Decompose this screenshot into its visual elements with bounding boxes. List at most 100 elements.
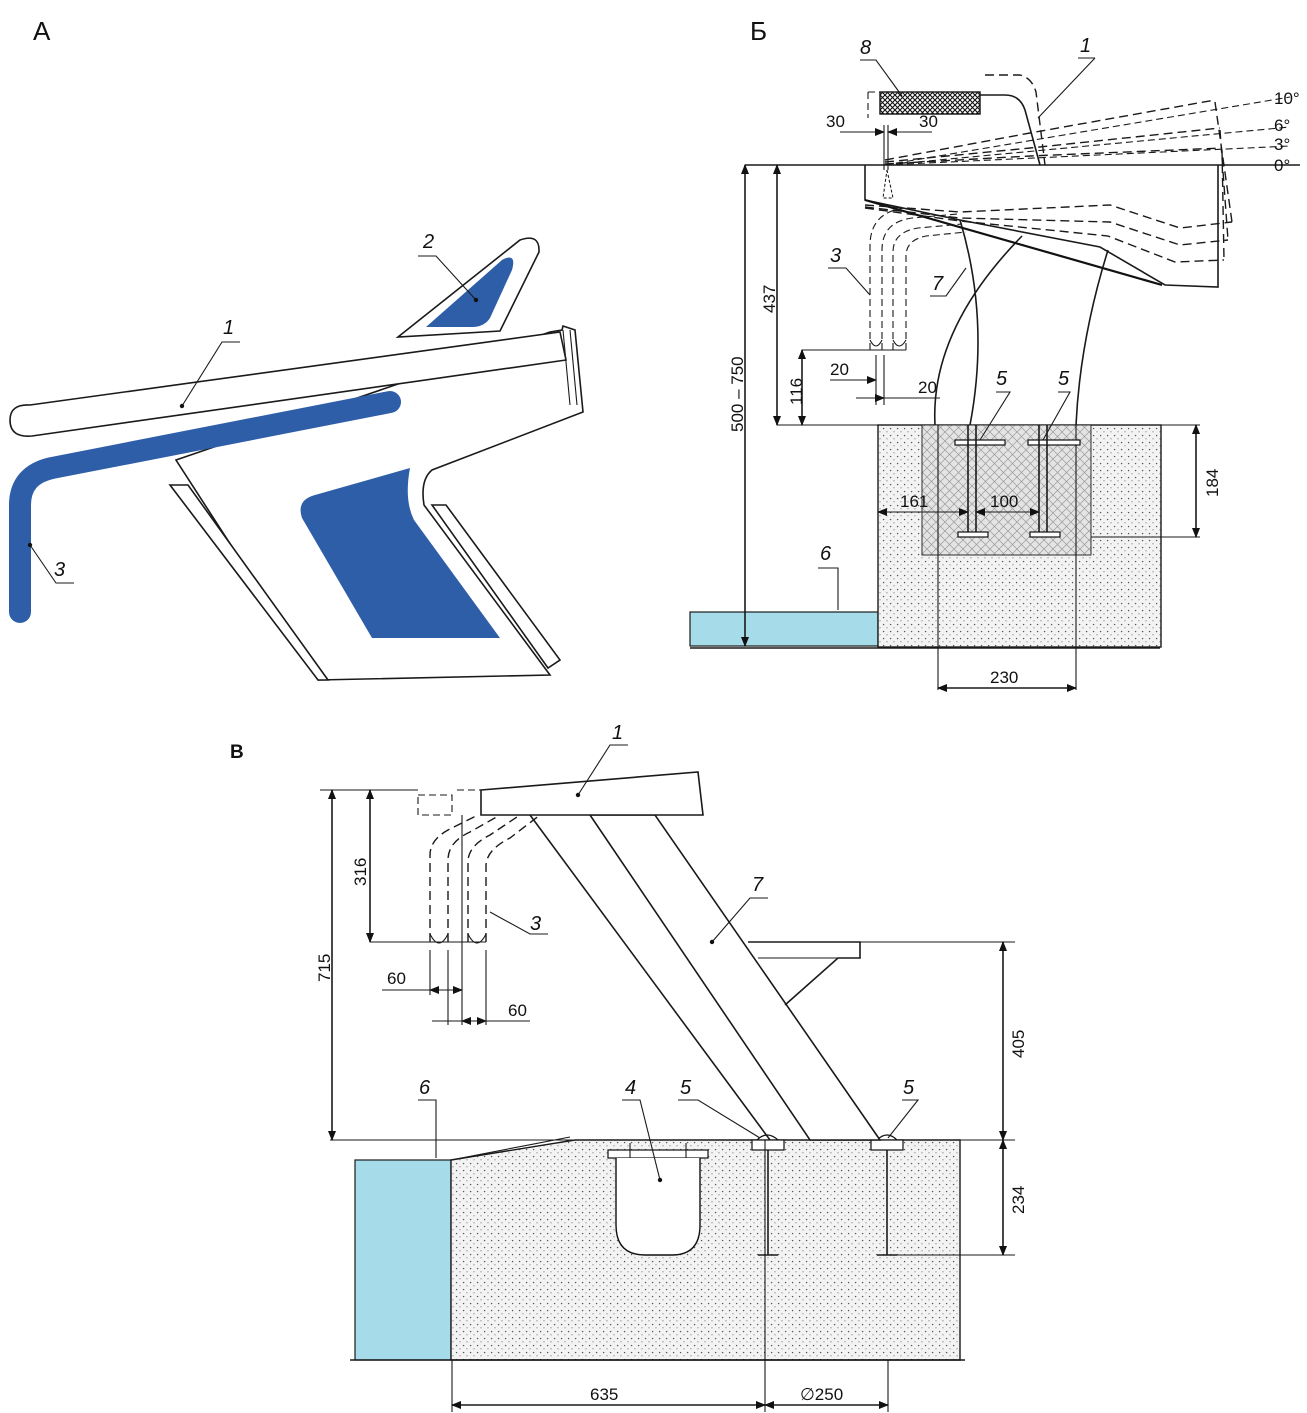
water-v (354, 1159, 452, 1361)
support-leg-1 (959, 219, 979, 426)
callout-v-4: 4 (622, 1077, 663, 1183)
callout-v-5-right: 5 (887, 1077, 920, 1139)
callout-v-7: 7 (709, 874, 768, 945)
anchor-bolt-b-right (1027, 425, 1081, 538)
svg-text:7: 7 (932, 273, 944, 295)
angle-6: 6° (1274, 116, 1290, 135)
callout-b-5-right: 5 (1042, 368, 1071, 441)
svg-text:1: 1 (223, 317, 234, 339)
dim-437: 437 (760, 285, 779, 313)
callout-b-3: 3 (828, 245, 871, 296)
side-panel (300, 468, 500, 638)
callout-b-7: 7 (930, 267, 967, 297)
tilt-bottom-6 (864, 206, 1229, 246)
rail-solid (978, 94, 1041, 166)
grip-v-3 (467, 814, 521, 942)
tilt-top-10 (884, 99, 1216, 161)
callout-b-8: 8 (860, 37, 903, 97)
dim-230: 230 (990, 668, 1018, 687)
front-leg-strip (168, 484, 330, 681)
section-v-label: В (230, 742, 244, 763)
tilt-bottom-10 (864, 204, 1233, 229)
grip-b-mid (892, 223, 963, 350)
svg-text:7: 7 (752, 874, 764, 896)
dim-234: 234 (1009, 1186, 1028, 1214)
svg-text:1: 1 (1080, 35, 1091, 57)
angle-10: 10° (1274, 89, 1300, 108)
pivot-marker (882, 169, 894, 199)
callout-a-3: 3 (27, 542, 74, 584)
top-plate (9, 331, 567, 437)
callout-b-6: 6 (818, 543, 839, 610)
callout-v-5-left: 5 (678, 1077, 761, 1139)
angle-0: 0° (1274, 156, 1290, 175)
svg-text:5: 5 (680, 1077, 692, 1099)
svg-text:2: 2 (422, 231, 434, 253)
deck-edge (450, 1136, 571, 1161)
callout-b-1: 1 (1037, 35, 1096, 119)
callout-v-6: 6 (418, 1077, 437, 1158)
support-leg-3 (1075, 249, 1109, 426)
side-rib (562, 329, 578, 406)
callout-b-5-left: 5 (979, 368, 1011, 441)
svg-text:6: 6 (419, 1077, 431, 1099)
svg-text:3: 3 (530, 913, 541, 935)
section-a-label: А (33, 16, 51, 46)
grip-v-4 (485, 814, 541, 942)
ray-10 (884, 96, 1291, 166)
angle-3: 3° (1274, 135, 1290, 154)
dim-20-left: 20 (830, 360, 849, 379)
concrete-v (450, 1139, 961, 1361)
dim-161: 161 (900, 492, 928, 511)
support-leg-2 (933, 235, 1023, 426)
dim-60-left: 60 (387, 969, 406, 988)
dim-635: 635 (590, 1385, 618, 1404)
backstroke-grip (9, 391, 401, 623)
grip-v-1 (429, 814, 479, 942)
dim-405: 405 (1009, 1030, 1028, 1058)
ray-3 (884, 145, 1291, 166)
grip-b-inner (869, 207, 906, 350)
side-bracket (748, 941, 861, 1006)
dim-116: 116 (787, 378, 806, 405)
cover-dashed (867, 91, 975, 118)
grip-b-outer (881, 213, 959, 350)
rear-leg-strip (430, 504, 562, 670)
grip-b-back (905, 231, 967, 350)
section-a: А 1 2 3 (9, 16, 584, 681)
anchor-bolt-b-left (954, 425, 1006, 538)
svg-text:5: 5 (1058, 368, 1070, 390)
cover-pad (879, 91, 981, 115)
callout-v-1: 1 (575, 722, 628, 798)
rail-dashed (985, 74, 1046, 166)
svg-text:5: 5 (996, 368, 1008, 390)
tilt-top-3 (884, 147, 1223, 165)
svg-text:8: 8 (860, 37, 871, 59)
anchor-bolt-v-right (870, 1134, 904, 1256)
grip-v-ends (429, 933, 487, 944)
svg-text:3: 3 (830, 245, 841, 267)
dim-250: ∅250 (800, 1385, 843, 1404)
dim-30-right: 30 (919, 112, 938, 131)
tilt-ends (1214, 101, 1233, 261)
dim-500-750: 500 – 750 (728, 356, 747, 432)
svg-text:1: 1 (612, 722, 623, 744)
platform-b (864, 165, 1219, 288)
callout-a-2: 2 (418, 231, 479, 303)
support-front-edge (529, 814, 771, 1141)
svg-text:5: 5 (903, 1077, 915, 1099)
callout-v-3: 3 (489, 911, 548, 935)
platform-v-dashed (417, 794, 453, 816)
svg-text:6: 6 (820, 543, 832, 565)
anchor-bolt-v-left (751, 1134, 785, 1256)
dim-60-right: 60 (508, 1001, 527, 1020)
section-v: В (230, 722, 1028, 1412)
dim-100: 100 (990, 492, 1018, 511)
grip-b-ends (869, 339, 907, 347)
water-b (689, 611, 879, 647)
dim-715: 715 (315, 954, 334, 982)
ray-6 (884, 126, 1291, 166)
grip-v-2 (447, 814, 501, 942)
section-b: Б (689, 16, 1300, 692)
